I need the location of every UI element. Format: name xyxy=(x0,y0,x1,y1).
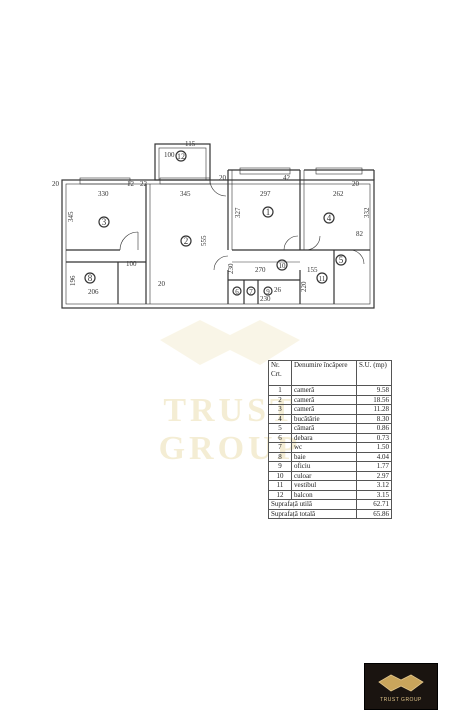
room-number: 2 xyxy=(184,236,189,246)
table-header-name: Denumire încăpere xyxy=(291,360,357,386)
dimension-label: 22 xyxy=(140,180,148,188)
dimension-label: 206 xyxy=(88,288,99,296)
dimension-label: 26 xyxy=(274,286,282,294)
room-number: 4 xyxy=(327,213,332,223)
dimension-label: 345 xyxy=(180,190,191,198)
dimension-label: 20 xyxy=(352,180,360,188)
dimension-label: 20 xyxy=(158,280,166,288)
dimension-label: 330 xyxy=(98,190,109,198)
dimension-label: 20 xyxy=(219,174,227,182)
dimension-label: 230 xyxy=(227,263,235,274)
room-number: 5 xyxy=(339,255,344,265)
dimension-label: 345 xyxy=(67,211,75,222)
room-number: 1 xyxy=(266,207,271,217)
dimension-label: 100 xyxy=(164,151,175,159)
room-number: 9 xyxy=(266,288,270,296)
dimension-label: 100 xyxy=(126,260,137,268)
room-number: 8 xyxy=(88,273,93,283)
dimension-label: 262 xyxy=(333,190,344,198)
table-header-su: S.U. (mp) xyxy=(356,360,392,386)
dimension-label: 42 xyxy=(283,174,291,182)
dimension-label: 270 xyxy=(255,266,266,274)
logo-text: TRUST GROUP xyxy=(380,697,422,703)
dimension-label: 332 xyxy=(363,207,371,218)
trust-group-logo: TRUST GROUP xyxy=(364,663,438,710)
dimension-label: 230 xyxy=(260,295,271,303)
dimension-label: 220 xyxy=(300,281,308,292)
dimension-label: 82 xyxy=(356,230,364,238)
room-number: 3 xyxy=(102,217,107,227)
room-number: 7 xyxy=(249,288,253,296)
dimension-label: 327 xyxy=(234,207,242,218)
room-number: 11 xyxy=(319,275,326,283)
table-header-nr: Nr. Crt. xyxy=(268,360,292,386)
room-number: 10 xyxy=(279,262,287,270)
room-number: 6 xyxy=(235,288,239,296)
dimension-label: 555 xyxy=(200,235,208,246)
dimension-label: 12 xyxy=(127,180,135,188)
room-number: 12 xyxy=(177,152,185,161)
handshake-icon xyxy=(378,674,424,692)
dimension-label: 155 xyxy=(307,266,318,274)
dimension-label: 115 xyxy=(185,140,196,148)
dimension-label: 20 xyxy=(52,180,60,188)
handshake-watermark-icon xyxy=(160,320,300,365)
dimension-label: 297 xyxy=(260,190,271,198)
dimension-label: 196 xyxy=(69,275,77,286)
